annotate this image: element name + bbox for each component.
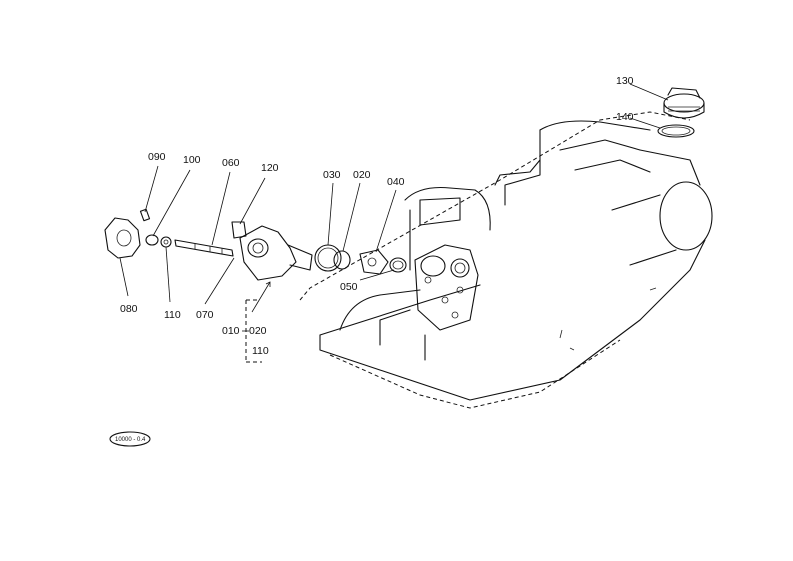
label-assembly-010: 010 xyxy=(222,325,240,337)
pin-090 xyxy=(139,208,151,222)
label-assembly-110: 110 xyxy=(252,345,269,357)
filler-cap-130 xyxy=(663,87,705,119)
spool-040 xyxy=(359,249,389,275)
shaft-070 xyxy=(174,239,234,257)
label-050: 050 xyxy=(340,281,358,293)
label-080: 080 xyxy=(120,303,138,315)
label-040: 040 xyxy=(387,176,405,188)
seal-ring-140 xyxy=(657,124,695,138)
label-100: 100 xyxy=(183,154,201,166)
washer-100 xyxy=(145,234,159,246)
label-130: 130 xyxy=(616,75,634,87)
label-060: 060 xyxy=(222,157,240,169)
housing-060 xyxy=(239,225,313,281)
part-labels: 130 140 090 100 060 120 030 020 040 050 … xyxy=(120,75,634,357)
engine-body xyxy=(299,111,713,409)
label-110: 110 xyxy=(164,309,181,321)
ring-020 xyxy=(333,250,351,270)
label-assembly-020: 020 xyxy=(249,325,267,337)
nut-110 xyxy=(160,236,172,248)
label-120: 120 xyxy=(261,162,279,174)
knob-080 xyxy=(104,217,141,259)
label-140: 140 xyxy=(616,111,634,123)
spring-ring-050 xyxy=(389,257,407,273)
reference-stamp: 10000 - 0.4 xyxy=(109,431,151,447)
label-020: 020 xyxy=(353,169,371,181)
label-070: 070 xyxy=(196,309,214,321)
leader-lines xyxy=(119,83,669,305)
label-030: 030 xyxy=(323,169,341,181)
label-090: 090 xyxy=(148,151,166,163)
stamp-text: 10000 - 0.4 xyxy=(115,437,146,443)
fitting-120 xyxy=(231,221,247,239)
